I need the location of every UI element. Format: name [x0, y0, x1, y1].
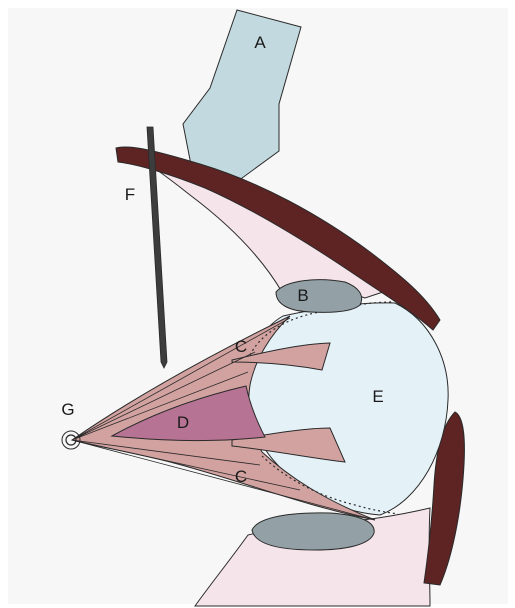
- label-f: F: [125, 185, 135, 204]
- label-d: D: [177, 413, 189, 432]
- label-b: B: [297, 286, 308, 305]
- label-c-upper: C: [235, 337, 247, 356]
- label-g: G: [61, 400, 74, 419]
- label-c-lower: C: [235, 467, 247, 486]
- label-a: A: [254, 33, 266, 52]
- label-e: E: [372, 387, 383, 406]
- lower-grey-pad: [252, 513, 374, 550]
- region-b: [276, 280, 362, 313]
